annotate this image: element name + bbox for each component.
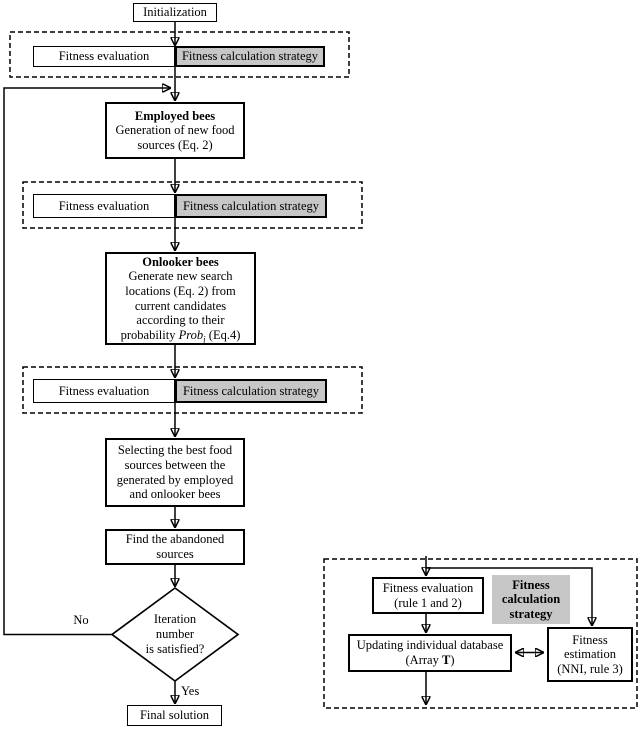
onlooker-prob-subscript: i	[203, 334, 206, 345]
onlooker-bees-line: locations (Eq. 2) from	[125, 283, 236, 298]
onlooker-bees-line: current candidates	[134, 298, 227, 313]
fitness-evaluation-box-1: Fitness evaluation	[33, 46, 175, 67]
employed-bees-line: sources (Eq. 2)	[137, 137, 213, 152]
fitness-frame-1	[9, 31, 350, 78]
updating-array-line: (Array T)	[406, 653, 455, 668]
fitness-strategy-label-2: Fitness calculation strategy	[182, 198, 320, 213]
fitness-frame-2	[22, 181, 363, 229]
no-label: No	[73, 613, 89, 627]
decision-diamond-shape	[110, 586, 240, 683]
detail-fitness-evaluation-box: Fitness evaluation (rule 1 and 2)	[372, 577, 484, 614]
find-abandoned-sources-box: Find the abandoned sources	[105, 529, 245, 565]
array-symbol: T	[441, 653, 451, 667]
detail-evaluation-line: Fitness evaluation	[382, 580, 474, 595]
fitness-estimation-box: Fitness estimation (NNI, rule 3)	[547, 627, 633, 682]
fitness-strategy-box-2: Fitness calculation strategy	[175, 194, 327, 218]
onlooker-bees-line: Generate new search	[128, 269, 233, 284]
decision-line: is satisfied?	[145, 641, 205, 656]
onlooker-bees-box: Onlooker bees Generate new search locati…	[105, 252, 256, 345]
array-suffix: )	[450, 653, 455, 667]
find-line: sources	[156, 547, 194, 561]
decision-line: Iteration	[153, 612, 197, 626]
yes-label: Yes	[181, 684, 200, 698]
fitness-evaluation-label-2: Fitness evaluation	[58, 198, 150, 213]
selecting-line: sources between the	[124, 457, 226, 472]
onlooker-prob-prefix: probability	[120, 327, 179, 342]
onlooker-prob-suffix: (Eq.4)	[205, 327, 241, 342]
detail-strategy-line: strategy	[509, 606, 553, 621]
feedback-line-no	[3, 88, 170, 636]
selecting-line: and onlooker bees	[129, 487, 221, 502]
selecting-best-sources-box: Selecting the best food sources between …	[105, 438, 245, 507]
fitness-strategy-box-3: Fitness calculation strategy	[175, 379, 327, 403]
final-solution-box: Final solution	[127, 705, 222, 726]
estimation-line: (NNI, rule 3)	[557, 661, 623, 676]
find-line: Find the abandoned	[125, 532, 225, 547]
decision-diamond-text: Iteration number is satisfied?	[115, 612, 235, 656]
fitness-strategy-box-1: Fitness calculation strategy	[175, 46, 325, 67]
fitness-evaluation-box-3: Fitness evaluation	[33, 379, 175, 403]
selecting-line: generated by employed	[116, 472, 234, 487]
updating-database-box: Updating individual database (Array T)	[348, 634, 512, 672]
array-prefix: (Array	[405, 653, 442, 667]
detail-strategy-line: calculation	[501, 592, 561, 607]
employed-bees-line: Generation of new food	[115, 123, 235, 138]
estimation-line: Fitness	[572, 632, 608, 647]
fitness-frame-3	[22, 366, 363, 414]
decision-line: number	[155, 626, 195, 641]
estimation-line: estimation	[563, 647, 617, 662]
detail-frame	[323, 558, 638, 709]
final-solution-label: Final solution	[139, 708, 210, 723]
initialization-box: Initialization	[133, 3, 217, 22]
onlooker-probability-line: probability Probi (Eq.4)	[120, 327, 241, 345]
employed-bees-title: Employed bees	[134, 108, 216, 123]
onlooker-prob-word: Prob	[178, 327, 204, 342]
onlooker-bees-title: Onlooker bees	[142, 254, 219, 269]
onlooker-bees-line: according to their	[136, 313, 225, 328]
detail-evaluation-line: (rule 1 and 2)	[394, 595, 462, 610]
initialization-label: Initialization	[143, 5, 207, 20]
fitness-evaluation-label-1: Fitness evaluation	[58, 49, 150, 64]
arrow-branch-to-estimation	[426, 567, 592, 625]
fitness-evaluation-box-2: Fitness evaluation	[33, 194, 175, 218]
detail-fitness-strategy-box: Fitness calculation strategy	[492, 575, 570, 624]
fitness-strategy-label-3: Fitness calculation strategy	[182, 383, 320, 398]
updating-database-line: Updating individual database	[356, 638, 504, 653]
detail-strategy-line: Fitness	[512, 577, 550, 592]
fitness-evaluation-label-3: Fitness evaluation	[58, 383, 150, 398]
selecting-line: Selecting the best food	[117, 443, 233, 458]
fitness-strategy-label-1: Fitness calculation strategy	[181, 49, 319, 64]
employed-bees-box: Employed bees Generation of new food sou…	[105, 102, 245, 159]
